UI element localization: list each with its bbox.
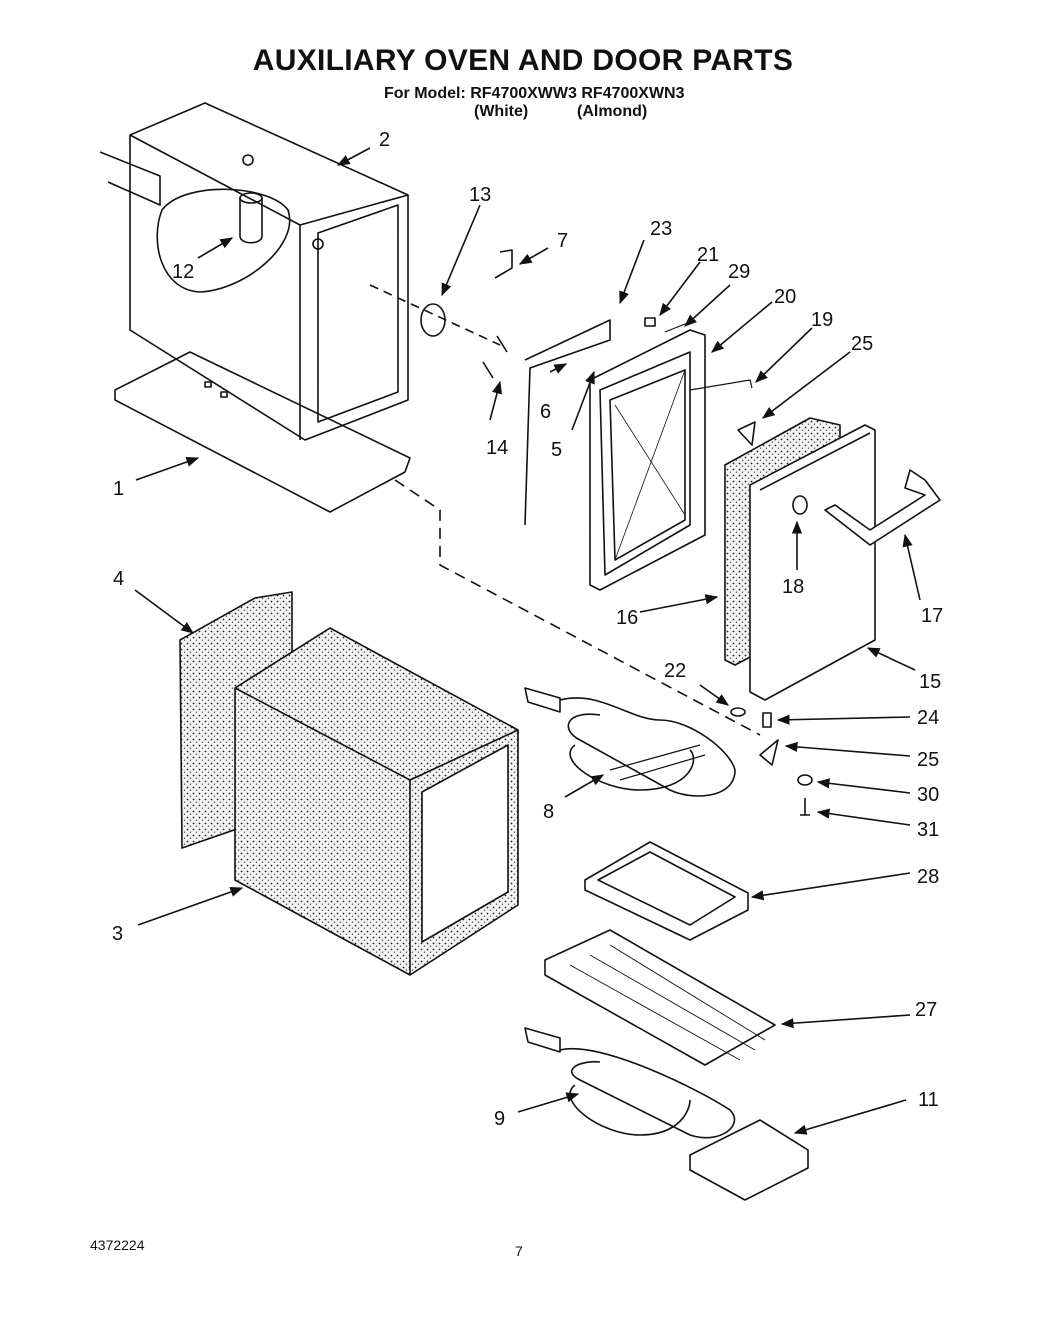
callout-29: 29 xyxy=(728,261,750,283)
plate-part-11 xyxy=(689,1119,809,1201)
callout-9: 9 xyxy=(494,1108,505,1130)
callout-28: 28 xyxy=(917,866,939,888)
callout-3: 3 xyxy=(112,923,123,945)
callout-13: 13 xyxy=(469,184,491,206)
callout-27: 27 xyxy=(915,999,937,1021)
inner-door-part-20 xyxy=(589,329,706,591)
callout-16: 16 xyxy=(616,607,638,629)
callout-14: 14 xyxy=(486,437,508,459)
callout-21: 21 xyxy=(697,244,719,266)
callout-5: 5 xyxy=(551,439,562,461)
callout-25-bottom: 25 xyxy=(917,749,939,771)
document-number: 4372224 xyxy=(90,1237,145,1253)
outer-door-part-15 xyxy=(749,424,876,701)
model-line: For Model: RF4700XWW3 RF4700XWN3 xyxy=(384,85,685,102)
callout-2: 2 xyxy=(379,129,390,151)
callout-30: 30 xyxy=(917,784,939,806)
callout-22: 22 xyxy=(664,660,686,682)
callout-12: 12 xyxy=(172,261,194,283)
insulation-wrap-part-3 xyxy=(234,627,519,976)
broil-pan-part-28 xyxy=(584,841,749,941)
callout-1: 1 xyxy=(113,478,124,500)
variant-almond: (Almond) xyxy=(577,103,648,120)
rack-part-27 xyxy=(544,929,776,1066)
cover-part-13 xyxy=(369,284,508,379)
bake-element-part-8 xyxy=(524,687,736,797)
callout-4: 4 xyxy=(113,568,124,590)
handle-part-17 xyxy=(824,469,941,546)
oven-liner-part-2 xyxy=(99,102,409,441)
bottom-panel-part-1 xyxy=(114,351,411,513)
callout-7: 7 xyxy=(557,230,568,252)
variant-white: (White) xyxy=(474,103,529,120)
callout-11: 11 xyxy=(918,1089,939,1111)
callout-25-top: 25 xyxy=(851,333,873,355)
callout-19: 19 xyxy=(811,309,833,331)
gasket-part-23 xyxy=(524,319,611,526)
callout-24: 24 xyxy=(917,707,939,729)
callout-labels: 1 2 3 4 5 6 7 8 9 11 12 13 14 15 16 17 1… xyxy=(112,129,943,1130)
callout-31: 31 xyxy=(917,819,939,841)
callout-15: 15 xyxy=(919,671,941,693)
callout-20: 20 xyxy=(774,286,796,308)
callout-18: 18 xyxy=(782,576,804,598)
callout-23: 23 xyxy=(650,218,672,240)
page-title: AUXILIARY OVEN AND DOOR PARTS xyxy=(252,44,794,77)
page-number: 7 xyxy=(515,1243,523,1259)
callout-6: 6 xyxy=(540,401,551,423)
callout-17: 17 xyxy=(921,605,943,627)
callout-8: 8 xyxy=(543,801,554,823)
clip-part-7 xyxy=(494,249,513,279)
